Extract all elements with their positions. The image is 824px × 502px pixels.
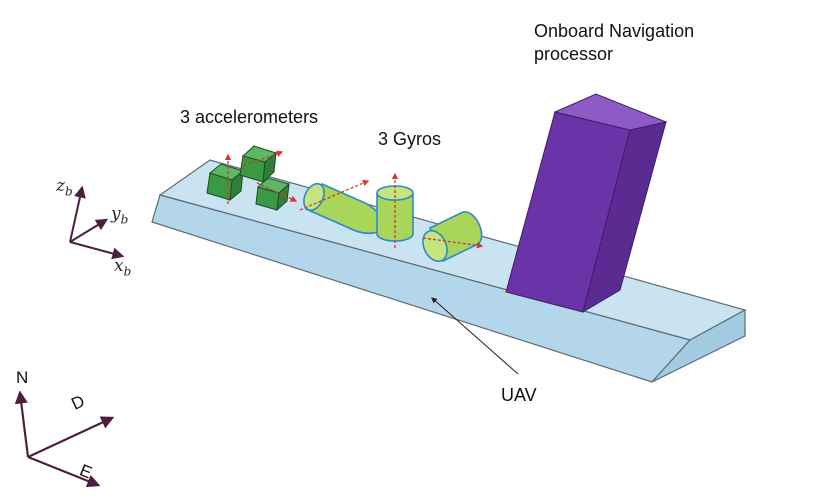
accelerometer-cube-1: [206, 163, 245, 202]
uav-platform: [151, 159, 747, 383]
body-z-label: zb: [56, 176, 73, 199]
processor-top-face: [553, 93, 668, 131]
body-y-axis: [69, 218, 109, 243]
uav-label: UAV: [501, 385, 537, 405]
gyro-cylinder-1: [299, 180, 384, 235]
down-axis: [27, 416, 115, 458]
accelerometer-axis-x: [256, 182, 298, 202]
gyro-cylinder-3: [422, 210, 484, 263]
gyro-cylinder-2: [376, 172, 414, 248]
uav-pointer-line: [431, 297, 519, 375]
north-axis: [14, 390, 30, 458]
accelerometer-cube-3: [255, 177, 291, 212]
body-z-axis: [69, 185, 86, 243]
accelerometer-cubes: [206, 145, 298, 212]
navigation-frame-axes: [14, 390, 115, 488]
platform-end-face: [651, 308, 746, 383]
east-axis: [27, 455, 101, 488]
accelerometer-axis-y: [242, 150, 284, 167]
body-frame-axes: [69, 185, 125, 260]
navigation-processor-box: [505, 93, 668, 314]
processor-label: Onboard Navigation processor: [534, 21, 695, 65]
accelerometer-cube-2: [239, 145, 278, 184]
body-y-label: yb: [111, 204, 129, 227]
north-label: N: [16, 368, 29, 387]
gyro-cylinders: [299, 172, 484, 263]
body-x-axis: [69, 241, 125, 260]
gyros-label: 3 Gyros: [378, 129, 442, 149]
accelerometers-label: 3 accelerometers: [180, 107, 319, 127]
body-x-label: xb: [114, 256, 132, 279]
